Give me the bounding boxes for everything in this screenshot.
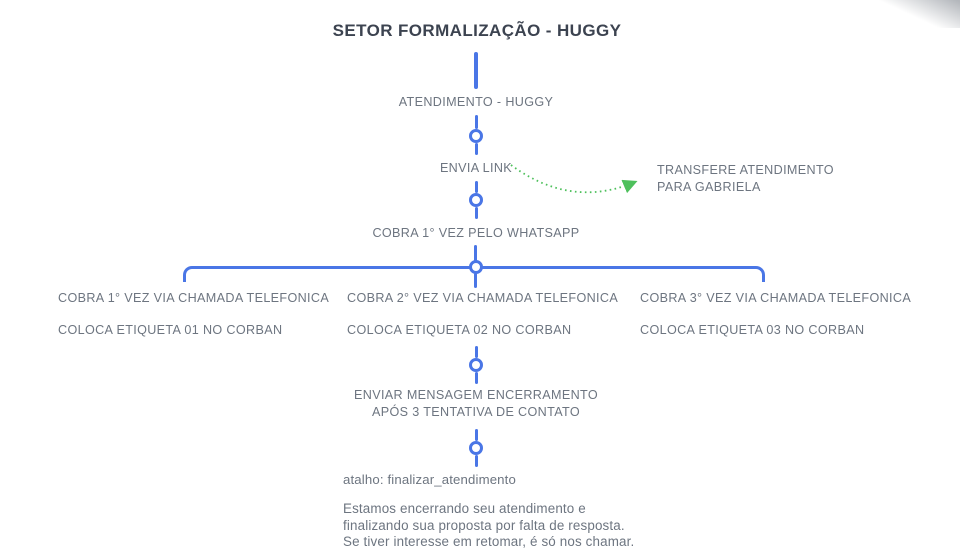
connector-stem bbox=[474, 181, 478, 193]
branch-3-tag: COLOCA ETIQUETA 03 NO CORBAN bbox=[640, 323, 865, 337]
bracket-stub-bottom bbox=[474, 273, 477, 288]
branch-2-tag: COLOCA ETIQUETA 02 NO CORBAN bbox=[347, 323, 572, 337]
transfer-arrow-icon bbox=[510, 164, 638, 194]
connector-stem bbox=[474, 346, 478, 358]
connector-node-2 bbox=[469, 181, 483, 219]
diagram-title: SETOR FORMALIZAÇÃO - HUGGY bbox=[332, 21, 622, 40]
enviar-mensagem-line2: APÓS 3 TENTATIVA DE CONTATO bbox=[372, 404, 580, 419]
connector-dot bbox=[469, 358, 483, 372]
node-label-cobra-whatsapp: COBRA 1° VEZ PELO WHATSAPP bbox=[372, 226, 580, 240]
bracket-stub-top bbox=[474, 245, 477, 266]
branch-3-action: COBRA 3° VEZ VIA CHAMADA TELEFONICA bbox=[640, 291, 912, 305]
closing-message: Estamos encerrando seu atendimento e fin… bbox=[343, 501, 634, 551]
transfer-note: TRANSFERE ATENDIMENTO PARA GABRIELA bbox=[657, 162, 834, 195]
node-label-envia-link: ENVIA LINK bbox=[439, 161, 513, 175]
connector-node-4 bbox=[469, 429, 483, 467]
node-label-enviar-mensagem: ENVIAR MENSAGEM ENCERRAMENTO APÓS 3 TENT… bbox=[276, 387, 676, 420]
closing-message-line3: Se tiver interesse em retomar, é só nos … bbox=[343, 534, 635, 549]
connector-node-3 bbox=[469, 346, 483, 384]
connector-stem bbox=[474, 455, 478, 467]
shortcut-label: atalho: finalizar_atendimento bbox=[343, 472, 516, 487]
connector-stem bbox=[474, 372, 478, 384]
connector-dot bbox=[469, 193, 483, 207]
branch-1-action: COBRA 1° VEZ VIA CHAMADA TELEFONICA bbox=[58, 291, 330, 305]
enviar-mensagem-line1: ENVIAR MENSAGEM ENCERRAMENTO bbox=[354, 388, 598, 402]
connector-stem bbox=[474, 115, 478, 129]
closing-message-line2: finalizando sua proposta por falta de re… bbox=[343, 517, 625, 533]
closing-message-line1: Estamos encerrando seu atendimento e bbox=[343, 501, 586, 516]
connector-node-1 bbox=[469, 115, 483, 155]
connector-stem bbox=[474, 429, 478, 441]
start-flow-line bbox=[474, 52, 478, 89]
connector-stem bbox=[474, 207, 478, 219]
branch-1-tag: COLOCA ETIQUETA 01 NO CORBAN bbox=[58, 323, 283, 337]
branch-2-action: COBRA 2° VEZ VIA CHAMADA TELEFONICA bbox=[347, 291, 619, 305]
bracket-dot bbox=[469, 260, 483, 274]
transfer-note-line2: PARA GABRIELA bbox=[657, 179, 761, 194]
connector-stem bbox=[474, 143, 478, 155]
connector-dot bbox=[469, 129, 483, 143]
transfer-note-line1: TRANSFERE ATENDIMENTO bbox=[657, 163, 834, 177]
node-label-atendimento: ATENDIMENTO - HUGGY bbox=[398, 95, 554, 109]
page-corner-shadow bbox=[825, 0, 960, 28]
connector-dot bbox=[469, 441, 483, 455]
